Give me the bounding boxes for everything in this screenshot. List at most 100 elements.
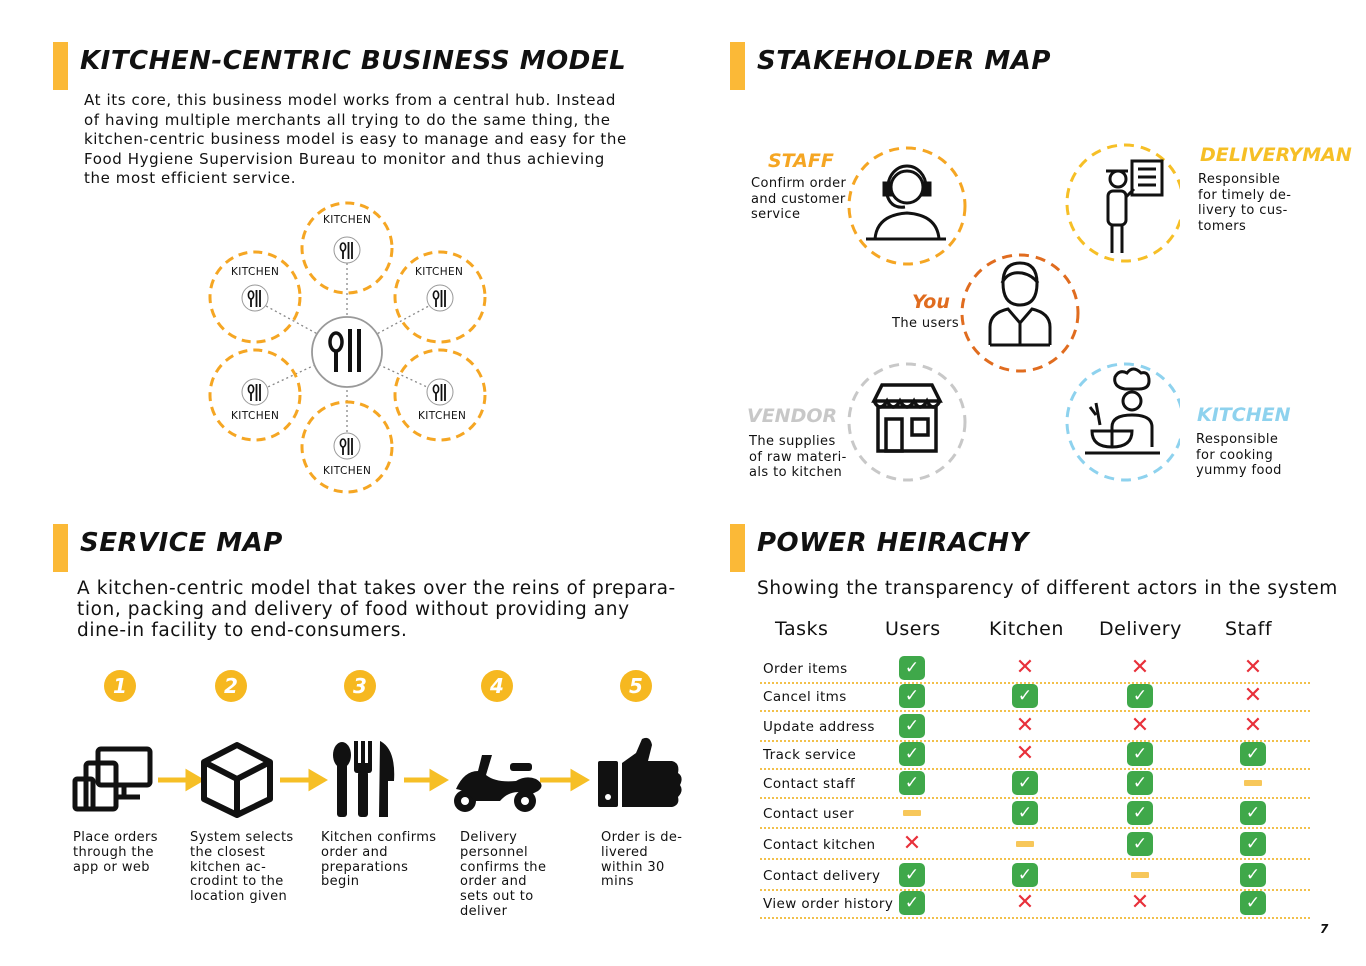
staff-description: Confirm order and customer service xyxy=(751,176,851,223)
check-icon: ✓ xyxy=(1240,742,1266,766)
task-label: Update address xyxy=(763,719,875,735)
text-line: service xyxy=(751,207,801,222)
cross-icon: ✕ xyxy=(1243,655,1263,680)
kitchen-node-bottom xyxy=(300,400,394,494)
check-icon: ✓ xyxy=(1012,771,1038,795)
text-line: begin xyxy=(321,874,360,890)
check-icon: ✓ xyxy=(899,771,925,795)
text-line: deliver xyxy=(460,903,508,919)
text-line: Food Hygiene Supervision Bureau to monit… xyxy=(84,149,605,168)
text-line: Order is de- xyxy=(601,830,683,845)
check-icon: ✓ xyxy=(1127,771,1153,795)
vendor-circle xyxy=(847,362,967,482)
text-line: dine-in facility to end-consumers. xyxy=(77,620,408,641)
kitchen-node-top-right xyxy=(393,250,487,344)
column-header-tasks: Tasks xyxy=(775,618,829,640)
check-icon: ✓ xyxy=(1012,801,1038,825)
cutlery-icon xyxy=(426,284,454,312)
check-icon: ✓ xyxy=(1240,832,1266,856)
staff-name: STAFF xyxy=(768,150,834,172)
dash-icon xyxy=(1012,832,1038,856)
row-divider xyxy=(760,797,1310,799)
check-icon: ✓ xyxy=(899,863,925,887)
cutlery-icon xyxy=(241,284,269,312)
check-icon: ✓ xyxy=(1127,684,1153,708)
task-label: Contact user xyxy=(763,806,855,822)
text-line: Responsible xyxy=(1198,172,1281,187)
dash-icon xyxy=(1240,771,1266,795)
row-divider xyxy=(760,858,1310,860)
heading-accent-bar xyxy=(53,524,68,572)
kitchen-node-top-left xyxy=(208,250,302,344)
step-arrows xyxy=(158,768,590,792)
you-name: You xyxy=(912,291,950,313)
text-line: A kitchen-centric model that takes over … xyxy=(77,578,676,599)
page-number: 7 xyxy=(1320,922,1329,936)
store-icon xyxy=(871,383,943,453)
text-line: location given xyxy=(190,889,288,905)
step-3-description: Kitchen confirms order and preparations … xyxy=(321,830,451,890)
text-line: System selects xyxy=(190,830,294,845)
text-line: through the xyxy=(73,844,154,860)
dash-mark xyxy=(1244,780,1262,786)
box-icon xyxy=(201,742,273,818)
deliveryman-description: Responsible for timely de- livery to cus… xyxy=(1198,172,1308,234)
step-badge-4: 4 xyxy=(481,670,513,702)
check-icon: ✓ xyxy=(899,742,925,766)
kitchen-node-bottom-right xyxy=(393,348,487,442)
text-line: personnel xyxy=(460,844,529,860)
kitchen-label: KITCHEN xyxy=(231,266,280,278)
row-divider xyxy=(760,682,1310,684)
text-line: kitchen ac- xyxy=(190,859,267,875)
cross-icon: ✕ xyxy=(1015,741,1035,766)
step-badge-5: 5 xyxy=(620,670,652,702)
you-circle xyxy=(960,253,1080,373)
power-subtitle: Showing the transparency of different ac… xyxy=(757,578,1338,599)
cutlery-icon xyxy=(241,378,269,406)
task-label: Contact staff xyxy=(763,776,856,792)
task-label: Cancel itms xyxy=(763,689,847,705)
service-map-title: SERVICE MAP xyxy=(80,528,283,558)
check-icon: ✓ xyxy=(899,714,925,738)
kitchen-label: KITCHEN xyxy=(323,465,372,477)
cutlery-icon xyxy=(333,432,361,460)
column-header-staff: Staff xyxy=(1225,618,1273,640)
kitchen-node-bottom-left xyxy=(208,348,302,442)
text-line: livery to cus- xyxy=(1198,203,1288,218)
text-line: Delivery xyxy=(460,830,518,845)
text-line: The supplies xyxy=(749,434,836,449)
kitchen-model-title: KITCHEN-CENTRIC BUSINESS MODEL xyxy=(80,46,627,76)
heading-accent-bar xyxy=(730,42,745,90)
text-line: order and xyxy=(321,844,388,860)
kitchen-stakeholder-description: Responsible for cooking yummy food xyxy=(1196,432,1306,479)
text-line: tomers xyxy=(1198,218,1247,234)
check-icon: ✓ xyxy=(1240,891,1266,915)
check-icon: ✓ xyxy=(1012,684,1038,708)
text-line: Kitchen confirms xyxy=(321,830,437,845)
text-line: preparations xyxy=(321,859,409,875)
check-icon: ✓ xyxy=(1127,832,1153,856)
vendor-name: VENDOR xyxy=(747,405,838,427)
stakeholder-title: STAKEHOLDER MAP xyxy=(757,46,1051,76)
service-map-description: A kitchen-centric model that takes over … xyxy=(77,578,697,641)
text-line: yummy food xyxy=(1196,463,1282,478)
check-icon: ✓ xyxy=(899,684,925,708)
text-line: the closest xyxy=(190,844,266,860)
task-label: Contact kitchen xyxy=(763,837,876,853)
cutlery-icon xyxy=(426,378,454,406)
check-icon: ✓ xyxy=(1240,863,1266,887)
cutlery-icon xyxy=(333,236,361,264)
cross-icon: ✕ xyxy=(1130,655,1150,680)
text-line: sets out to xyxy=(460,889,534,905)
cross-icon: ✕ xyxy=(1130,890,1150,915)
row-divider xyxy=(760,827,1310,829)
task-label: Contact delivery xyxy=(763,868,881,884)
kitchen-label: KITCHEN xyxy=(415,266,464,278)
text-line: Responsible xyxy=(1196,432,1279,447)
kitchen-hub-diagram xyxy=(208,201,487,494)
text-line: tion, packing and delivery of food witho… xyxy=(77,599,630,620)
kitchen-stakeholder-name: KITCHEN xyxy=(1197,404,1291,426)
deliveryman-circle xyxy=(1065,143,1180,263)
text-line: crodint to the xyxy=(190,874,284,890)
text-line: for cooking xyxy=(1196,447,1274,463)
